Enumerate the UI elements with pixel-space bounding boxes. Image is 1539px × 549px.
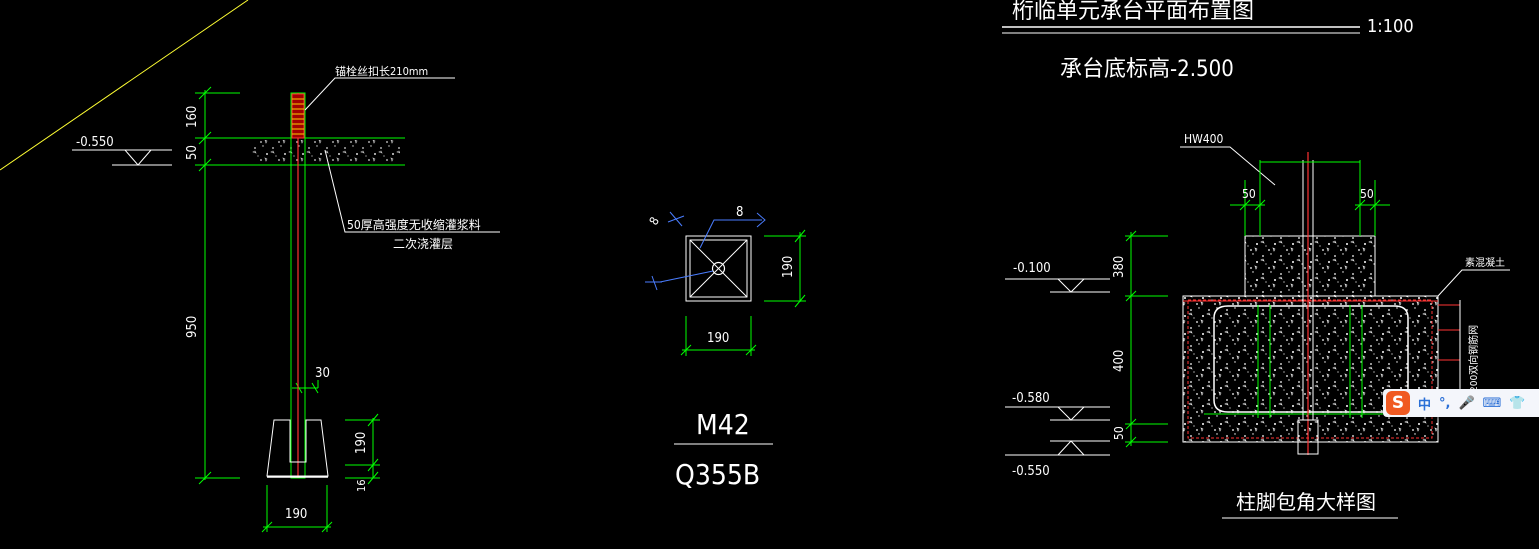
left-level-label: -0.550 bbox=[76, 135, 114, 150]
dim-190-horizontal: 190 bbox=[285, 507, 307, 522]
sogou-logo-icon[interactable]: S bbox=[1386, 391, 1410, 415]
level-minus-0-580: -0.580 bbox=[1012, 391, 1050, 406]
material-spec: Q355B bbox=[675, 458, 760, 491]
bolt-spec: M42 bbox=[696, 408, 750, 441]
ime-toolbar[interactable]: S 中 °, 🎤 ⌨ 👕 bbox=[1383, 389, 1539, 417]
ime-lang-toggle[interactable]: 中 bbox=[1418, 397, 1432, 413]
rebar-label: 200双向钢筋网 bbox=[1467, 325, 1480, 392]
dim-190-vertical: 190 bbox=[354, 432, 369, 454]
weld-size-label-2: 8 bbox=[646, 214, 662, 227]
dim-50: 50 bbox=[185, 145, 200, 160]
dim-50-vertical: 50 bbox=[1112, 426, 1126, 440]
dim-950: 950 bbox=[185, 316, 200, 338]
dim-50-left: 50 bbox=[1242, 187, 1256, 201]
grout-note-2: 二次浇灌层 bbox=[393, 237, 453, 251]
weld-size-label: 8 bbox=[736, 205, 743, 220]
level-minus-0-550: -0.550 bbox=[1012, 464, 1050, 479]
section-label: HW400 bbox=[1184, 132, 1224, 146]
right-column-base-detail bbox=[1002, 26, 1510, 519]
grout-note-1: 50厚高强度无收缩灌浆料 bbox=[347, 217, 481, 232]
level-minus-0-100: -0.100 bbox=[1013, 261, 1051, 276]
keyboard-icon[interactable]: ⌨ bbox=[1482, 395, 1502, 411]
drawing-title-top: 桁临单元承台平面布置图 bbox=[1012, 0, 1254, 24]
plate-dim-horizontal: 190 bbox=[707, 331, 729, 346]
dim-50-right: 50 bbox=[1360, 187, 1374, 201]
middle-plate-detail bbox=[645, 211, 806, 445]
dim-380: 380 bbox=[1112, 256, 1127, 278]
skin-shirt-icon[interactable]: 👕 bbox=[1509, 395, 1526, 411]
left-anchor-detail bbox=[72, 77, 500, 533]
microphone-icon[interactable]: 🎤 bbox=[1458, 395, 1475, 411]
ime-punct-toggle[interactable]: °, bbox=[1439, 395, 1451, 411]
drawing-scale: 1:100 bbox=[1367, 16, 1414, 37]
drawing-subtitle: 承台底标高-2.500 bbox=[1060, 57, 1234, 82]
concrete-label: 素混凝土 bbox=[1465, 256, 1505, 269]
yellow-reference-line bbox=[0, 0, 249, 171]
dim-160: 160 bbox=[185, 106, 200, 128]
detail-caption: 柱脚包角大样图 bbox=[1236, 490, 1376, 514]
plate-dim-vertical: 190 bbox=[781, 256, 796, 278]
dim-400: 400 bbox=[1112, 350, 1127, 372]
anchor-note: 锚栓丝扣长210mm bbox=[335, 64, 428, 78]
dim-16: 16 bbox=[355, 479, 368, 492]
dim-30: 30 bbox=[315, 366, 330, 381]
